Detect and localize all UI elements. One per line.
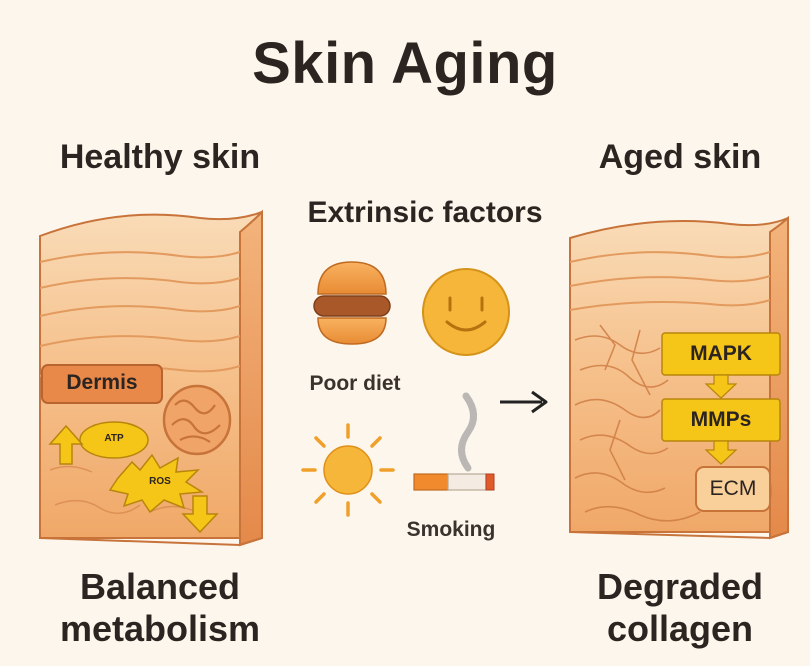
mmps-label: MMPs <box>662 408 780 432</box>
sun-icon <box>303 425 393 515</box>
smiley-icon <box>423 269 509 355</box>
healthy-skin-heading: Healthy skin <box>40 138 280 177</box>
ros-label: ROS <box>130 476 190 487</box>
burger-icon <box>314 262 390 344</box>
mapk-label: MAPK <box>662 342 780 366</box>
mitochondrion-icon <box>164 386 230 454</box>
page-title: Skin Aging <box>0 30 810 97</box>
aged-skin-heading: Aged skin <box>560 138 800 177</box>
smoke-icon <box>462 396 474 468</box>
atp-label: ATP <box>84 433 144 444</box>
dermis-label: Dermis <box>42 371 162 395</box>
extrinsic-factors-heading: Extrinsic factors <box>290 196 560 230</box>
ecm-label: ECM <box>696 477 770 501</box>
poor-diet-label: Poor diet <box>300 372 410 396</box>
smoking-label: Smoking <box>396 518 506 542</box>
healthy-skin-side <box>240 212 262 545</box>
degraded-caption-line1: Degraded <box>560 566 800 608</box>
arrow-right-icon <box>500 392 546 412</box>
balanced-caption-line1: Balanced <box>40 566 280 608</box>
degraded-caption-line2: collagen <box>560 608 800 650</box>
balanced-caption-line2: metabolism <box>40 608 280 650</box>
cigarette-icon <box>414 474 494 490</box>
